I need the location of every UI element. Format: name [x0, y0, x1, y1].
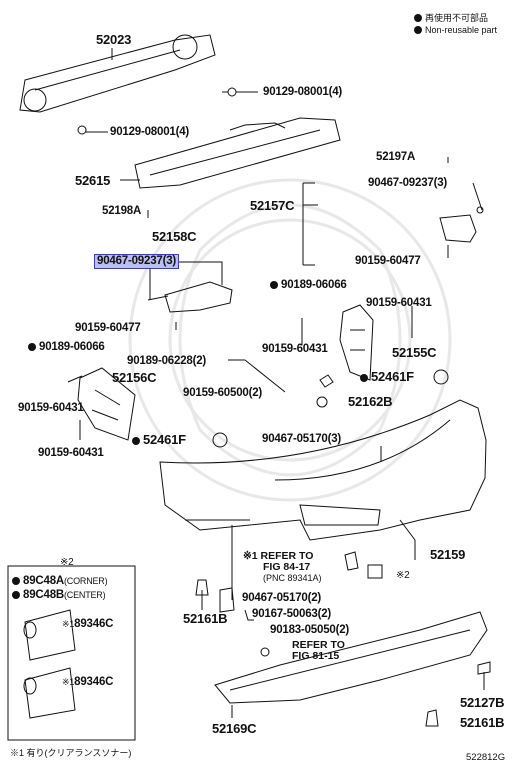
callout-90129-a[interactable]: 90129-08001(4)	[263, 86, 343, 98]
callout-90183[interactable]: 90183-05050(2)	[270, 624, 350, 636]
reinforcement-beam	[19, 34, 216, 113]
right-side-bracket	[339, 304, 374, 381]
non-reusable-icon	[360, 374, 368, 382]
watermark-emblem	[128, 178, 452, 502]
figure-id: 522812G	[466, 752, 506, 763]
non-reusable-icon	[28, 343, 36, 351]
left-upper-bracket	[147, 281, 233, 313]
refer-fig-81-15[interactable]: REFER TO FIG 81-15	[292, 639, 345, 662]
callout-52161b-b[interactable]: 52161B	[460, 715, 505, 730]
inset-89346c-b[interactable]: ※189346C	[62, 676, 114, 688]
rear-bumper-cover	[159, 399, 487, 541]
callout-52159[interactable]: 52159	[430, 547, 466, 562]
inset-89c48a[interactable]: 89C48A(CORNER)	[12, 575, 108, 588]
callout-90167[interactable]: 90167-50063(2)	[252, 608, 332, 620]
lower-spoiler	[214, 611, 488, 704]
inset-star: ※2	[60, 557, 74, 568]
callout-52127b[interactable]: 52127B	[460, 695, 505, 710]
legend-line-2: Non-reusable part	[425, 25, 498, 35]
callout-52461f-a[interactable]: 52461F	[360, 370, 414, 383]
right-upper-bracket	[439, 206, 484, 243]
callout-90189-a[interactable]: 90189-06066	[270, 279, 347, 292]
callout-star2: ※2	[396, 570, 410, 581]
callout-90159-a[interactable]: 90159-60477	[355, 255, 421, 267]
non-reusable-icon	[12, 577, 20, 585]
callout-90467-c[interactable]: 90467-05170(3)	[262, 433, 342, 445]
callout-90467-d[interactable]: 90467-05170(2)	[242, 592, 322, 604]
callout-52197a[interactable]: 52197A	[376, 151, 416, 163]
callout-90129-b[interactable]: 90129-08001(4)	[110, 126, 190, 138]
legend: 再使用不可部品 Non-reusable part	[414, 12, 497, 36]
inset-89346c-a[interactable]: ※189346C	[62, 618, 114, 630]
callout-90159-e[interactable]: 90159-60500(2)	[183, 387, 263, 399]
bullet-icon	[414, 26, 422, 34]
callout-90159-g[interactable]: 90159-60431	[38, 447, 104, 459]
non-reusable-icon	[270, 281, 278, 289]
refer-fig-84-17[interactable]: ※1 REFER TO FIG 84-17 (PNC 89341A)	[243, 550, 322, 584]
callout-52157c[interactable]: 52157C	[250, 198, 295, 213]
left-side-bracket	[77, 367, 136, 441]
non-reusable-icon	[12, 591, 20, 599]
callout-90189-b[interactable]: 90189-06066	[28, 341, 105, 354]
callout-52461f-b[interactable]: 52461F	[132, 433, 186, 446]
callout-90467-a[interactable]: 90467-09237(3)	[368, 177, 448, 189]
callout-52023[interactable]: 52023	[96, 32, 132, 47]
bullet-icon	[414, 14, 422, 22]
callout-52158c[interactable]: 52158C	[152, 229, 197, 244]
callout-90189-c[interactable]: 90189-06228(2)	[127, 355, 207, 367]
callout-52169c[interactable]: 52169C	[212, 721, 257, 736]
callout-90159-b[interactable]: 90159-60431	[366, 297, 432, 309]
non-reusable-icon	[132, 437, 140, 445]
callout-90467-b-highlighted[interactable]: 90467-09237(3)	[93, 254, 180, 269]
callout-52615[interactable]: 52615	[75, 173, 111, 188]
inset-frame	[7, 565, 136, 741]
energy-absorber	[134, 117, 341, 189]
callout-90159-d[interactable]: 90159-60431	[262, 343, 328, 355]
inset-89c48b[interactable]: 89C48B(CENTER)	[12, 589, 106, 602]
callout-52155c[interactable]: 52155C	[392, 345, 437, 360]
callout-90159-c[interactable]: 90159-60477	[75, 322, 141, 334]
callout-52162b[interactable]: 52162B	[348, 394, 393, 409]
callout-52198a[interactable]: 52198A	[102, 205, 142, 217]
callout-90159-f[interactable]: 90159-60431	[18, 402, 84, 414]
footnote: ※1 有り(クリアランスソナー)	[10, 748, 132, 758]
callout-52161b-a[interactable]: 52161B	[183, 611, 228, 626]
callout-52156c[interactable]: 52156C	[112, 370, 157, 385]
legend-line-1: 再使用不可部品	[425, 13, 489, 23]
